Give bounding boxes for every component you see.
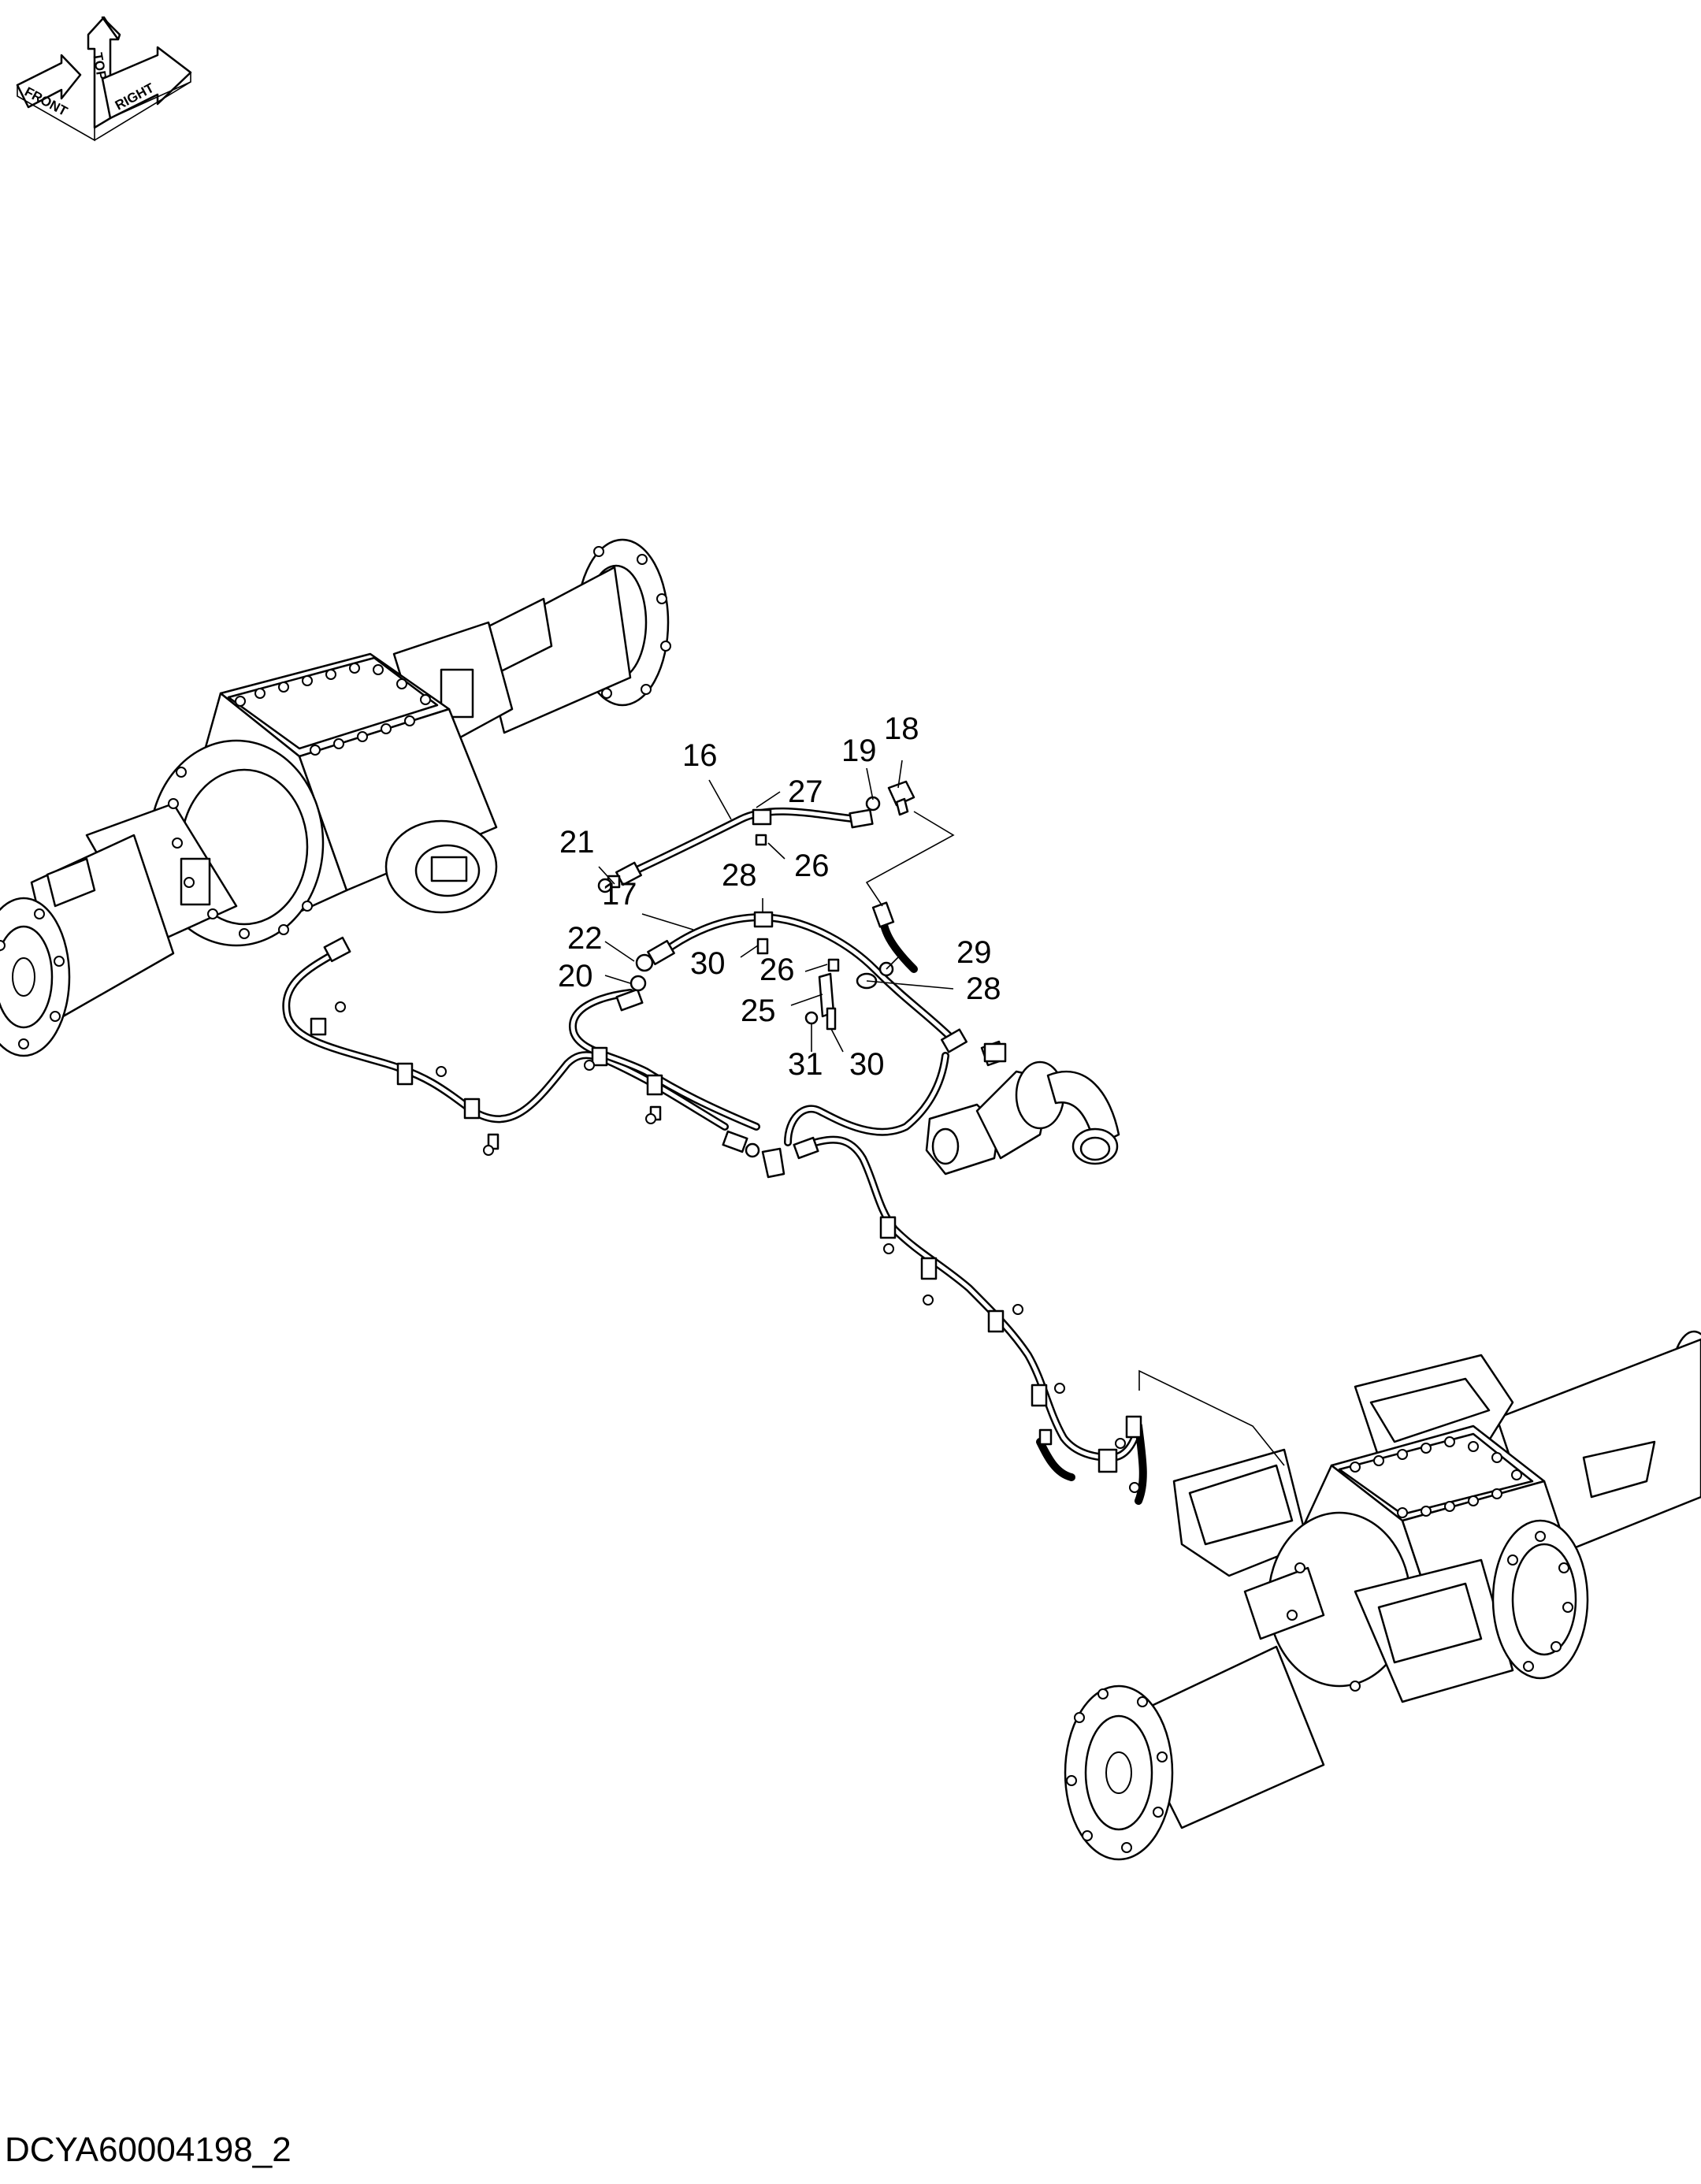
callout-27: 27: [788, 774, 823, 809]
fittings-and-clamps: [310, 780, 1142, 1493]
callout-28-upper: 28: [722, 858, 757, 893]
callout-25: 25: [741, 994, 776, 1028]
rear-axle-assembly: [0, 538, 671, 1057]
orientation-arrows-icon: TOP FRONT RIGHT: [16, 16, 192, 142]
callout-16: 16: [682, 738, 718, 773]
callout-31: 31: [788, 1047, 823, 1082]
callout-19: 19: [841, 734, 877, 768]
callout-26-lower: 26: [760, 953, 795, 987]
callout-30-right: 30: [849, 1047, 885, 1082]
brake-piping: [282, 807, 1147, 1505]
callout-numbers: 16 17 18 19 20 21 22 25 26 26 27 28 28 2…: [558, 711, 1001, 1082]
callout-29: 29: [956, 935, 992, 970]
callout-18: 18: [884, 711, 919, 746]
front-axle-assembly: [1064, 1330, 1701, 1861]
callout-21: 21: [559, 825, 595, 860]
callout-26-upper: 26: [794, 849, 830, 883]
callout-28-lower: 28: [966, 971, 1001, 1006]
callout-17: 17: [602, 877, 637, 912]
callout-leader-lines: [598, 760, 1285, 1466]
callout-30-left: 30: [690, 946, 726, 981]
callout-20: 20: [558, 959, 593, 994]
callout-22: 22: [567, 921, 603, 956]
drawing-code: DCYA60004198_2: [5, 2130, 292, 2169]
